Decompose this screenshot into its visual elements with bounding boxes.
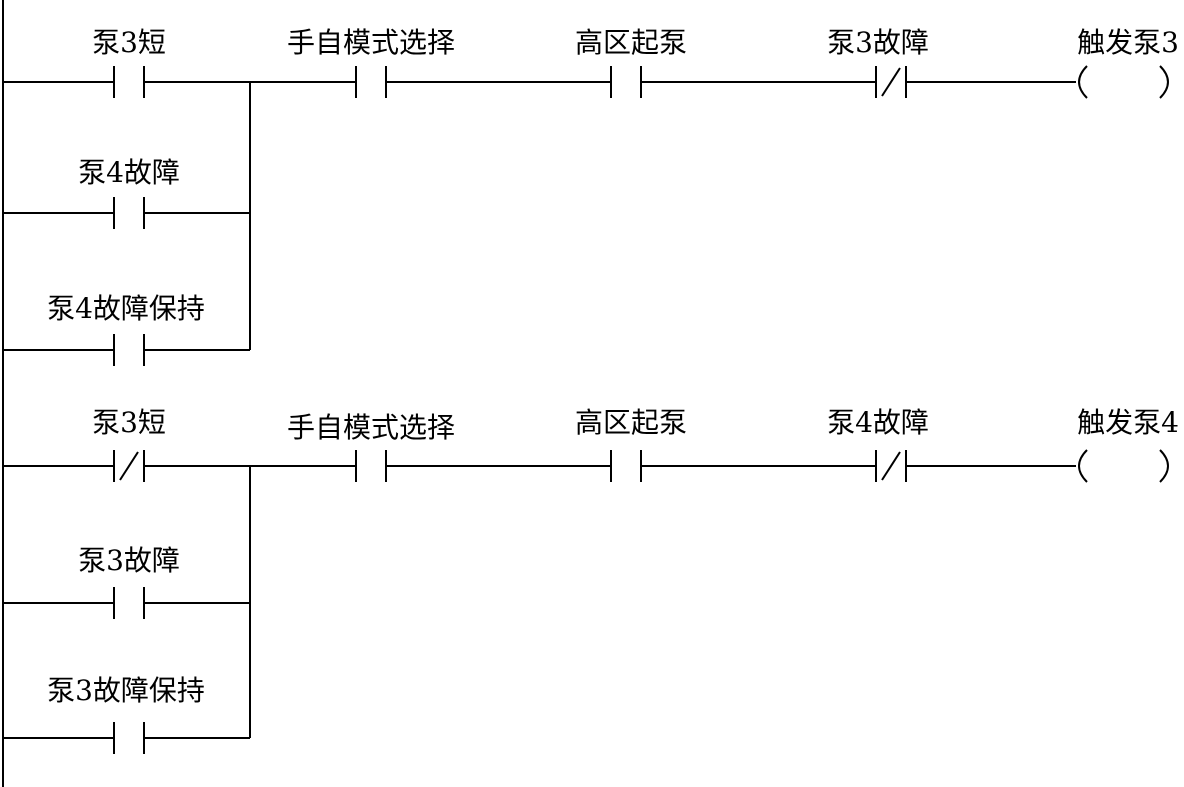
contact-label: 泵3短 [92, 26, 166, 59]
contact-no[interactable] [113, 587, 145, 619]
contact-label: 泵3故障 [827, 26, 929, 59]
coil-label: 触发泵4 [1077, 406, 1179, 439]
contact-nc[interactable] [875, 66, 907, 98]
contact-no[interactable] [610, 450, 642, 482]
coil[interactable] [1078, 65, 1169, 99]
contact-label: 泵4故障 [827, 406, 929, 439]
contact-label: 手自模式选择 [287, 411, 455, 444]
contact-no[interactable] [355, 66, 387, 98]
contact-no[interactable] [610, 66, 642, 98]
branch-label: 泵4故障保持 [47, 292, 205, 325]
contact-no[interactable] [355, 450, 387, 482]
contact-nc[interactable] [113, 450, 145, 482]
contact-no[interactable] [113, 66, 145, 98]
contact-no[interactable] [113, 722, 145, 754]
rung-1: 泵3短 手自模式选择 高区起泵 泵3故障 触发泵3 [3, 26, 1179, 366]
branch-label: 泵4故障 [78, 156, 180, 189]
contact-label: 高区起泵 [575, 26, 687, 59]
rung-2: 泵3短 手自模式选择 高区起泵 泵4故障 触发泵4 [3, 406, 1179, 754]
contact-no[interactable] [113, 334, 145, 366]
contact-label: 泵3短 [92, 406, 166, 439]
contact-no[interactable] [113, 197, 145, 229]
branch-label: 泵3故障保持 [47, 674, 205, 707]
contact-nc[interactable] [875, 450, 907, 482]
contact-label: 手自模式选择 [287, 26, 455, 59]
coil[interactable] [1078, 449, 1169, 483]
branch-label: 泵3故障 [78, 544, 180, 577]
contact-label: 高区起泵 [575, 406, 687, 439]
coil-label: 触发泵3 [1077, 26, 1179, 59]
